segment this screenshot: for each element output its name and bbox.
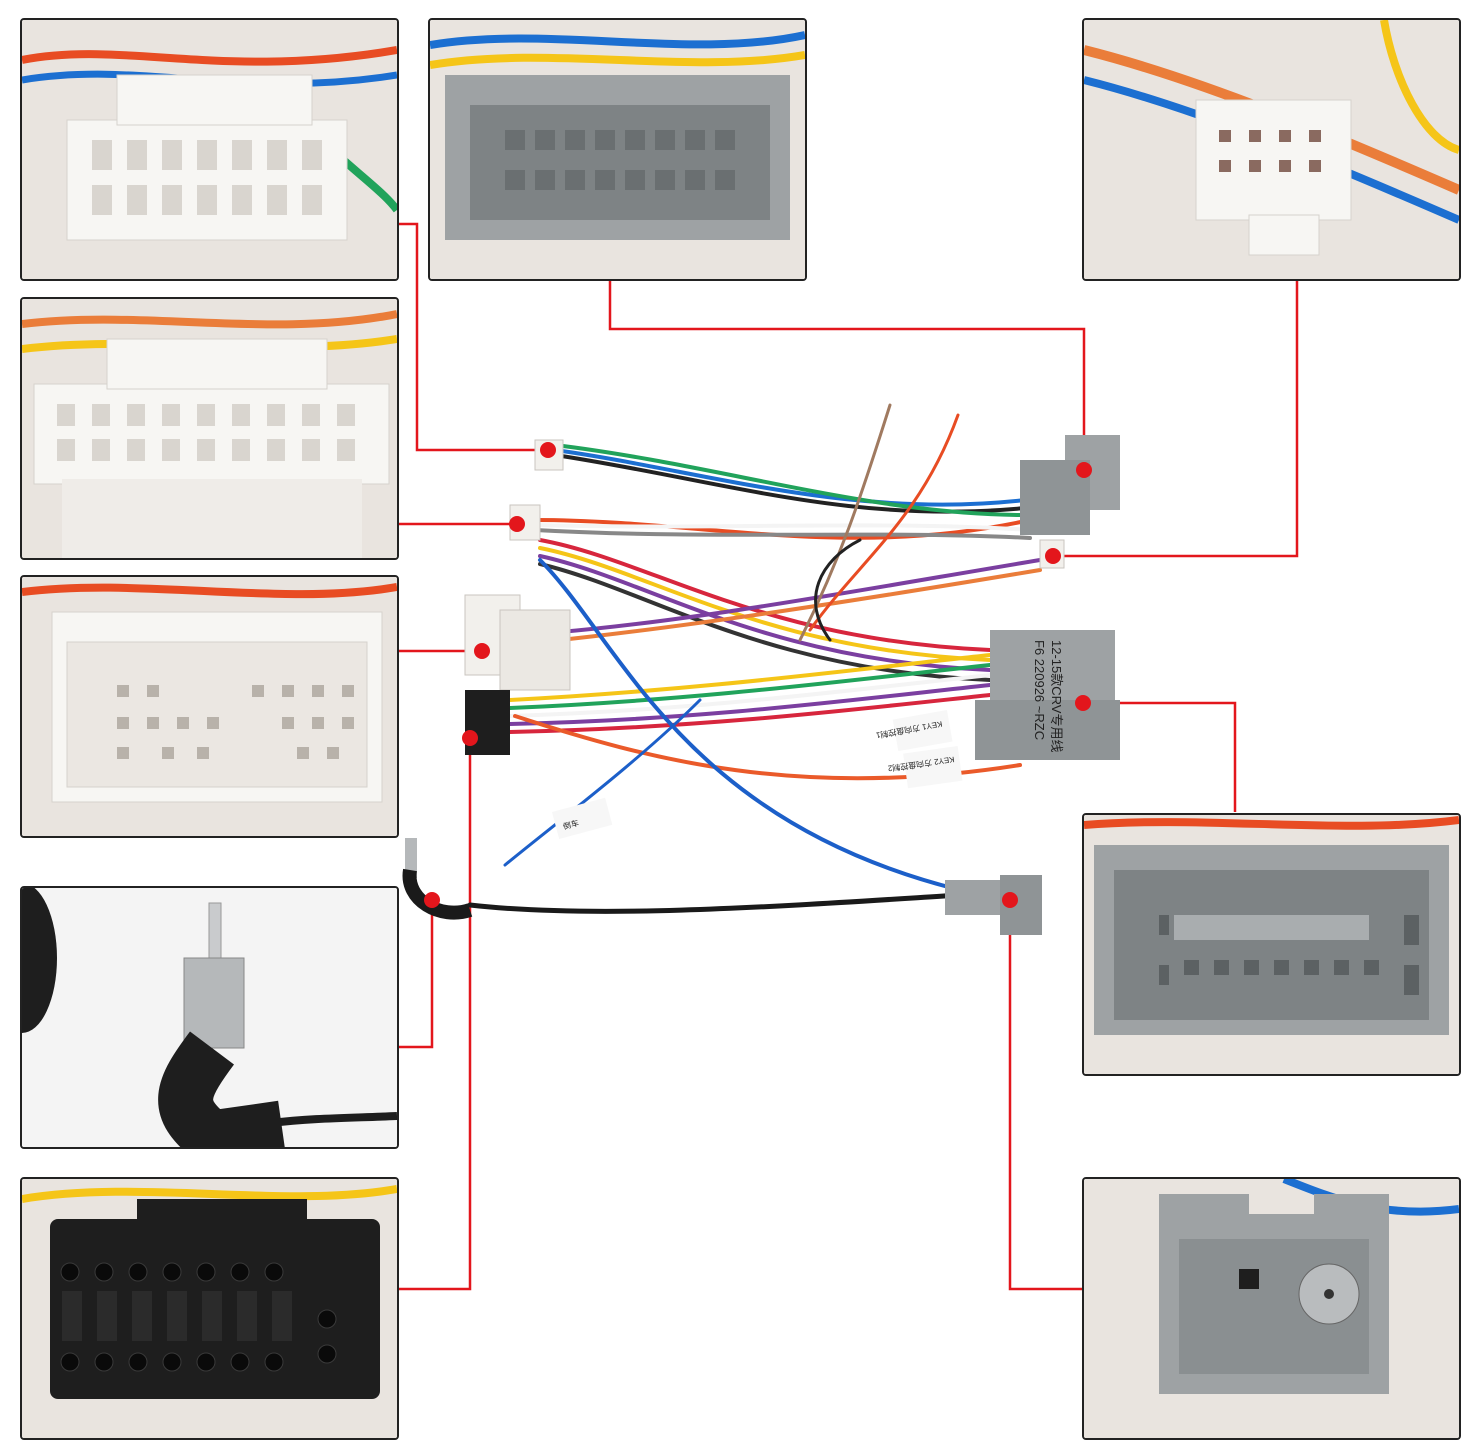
leader-line-grey-20pin-right — [1083, 701, 1237, 812]
panel-white-16pin-connector — [20, 575, 399, 838]
panel-white-8pin-top-right-connector — [1082, 18, 1461, 281]
antenna-plug-image — [22, 888, 397, 1147]
grey-20pin-top-connector-image — [430, 20, 805, 279]
dot-antenna — [424, 892, 440, 908]
dot-black-iso — [462, 730, 478, 746]
white-20pin-connector-image — [22, 20, 397, 279]
wire-bundle — [467, 403, 1042, 914]
dot-grey-antenna-adapter — [1002, 892, 1018, 908]
panel-white-20pin-connector — [20, 18, 399, 281]
harness-grey-20pin-top — [1020, 435, 1120, 535]
leader-line-antenna — [396, 900, 434, 1049]
main-harness-label-line1: 12-15款CRV专用线 — [1049, 640, 1064, 752]
harness-grey-20pin-right — [975, 630, 1120, 760]
harness-white-16pin — [464, 594, 571, 691]
dot-white-20pin — [540, 442, 556, 458]
dot-white-24pin — [509, 516, 525, 532]
panel-white-24pin-connector — [20, 297, 399, 560]
leader-line-grey-antenna-adapter — [1008, 900, 1082, 1291]
grey-20pin-right-connector-image — [1084, 815, 1459, 1074]
dot-grey-20pin-right — [1075, 695, 1091, 711]
leader-line-white-8pin — [1053, 278, 1299, 558]
harness-grey-antenna-adapter — [945, 875, 1042, 935]
blue-wire-tag-label: 倒车 — [562, 818, 580, 832]
dot-white-16pin — [474, 643, 490, 659]
panel-grey-antenna-adapter-connector — [1082, 1177, 1461, 1440]
leader-line-white-20pin — [396, 222, 548, 452]
leader-lines — [396, 222, 1299, 1291]
black-iso-16pin-connector-image — [22, 1179, 397, 1438]
leader-line-grey-20pin-top — [608, 278, 1086, 470]
panel-grey-20pin-right-connector — [1082, 813, 1461, 1076]
leader-line-black-iso — [396, 738, 472, 1291]
white-24pin-connector-image — [22, 299, 397, 558]
callout-dots — [424, 442, 1092, 908]
panel-antenna-plug — [20, 886, 399, 1149]
white-16pin-connector-image — [22, 577, 397, 836]
white-8pin-connector-image — [1084, 20, 1459, 279]
grey-antenna-adapter-image — [1084, 1179, 1459, 1438]
wire-tags — [551, 710, 963, 840]
main-harness-label-line2: F6 220926 ~RZC — [1032, 640, 1047, 740]
dot-grey-20pin-top — [1076, 462, 1092, 478]
dot-white-8pin — [1045, 548, 1061, 564]
panel-black-iso-16pin-connector — [20, 1177, 399, 1440]
panel-grey-20pin-top-connector — [428, 18, 807, 281]
